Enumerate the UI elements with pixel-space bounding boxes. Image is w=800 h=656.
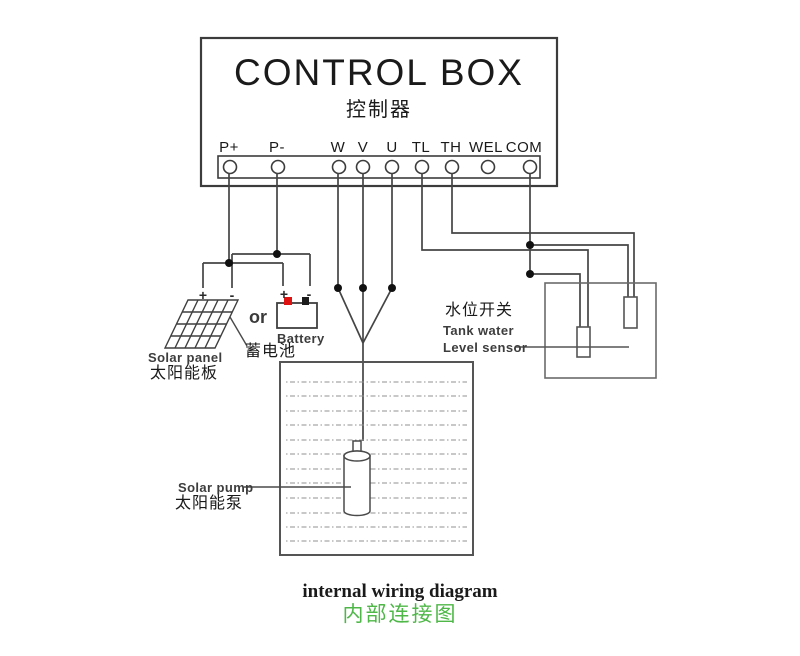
level-sensor-low — [576, 326, 591, 358]
battery-positive-terminal — [284, 297, 292, 305]
wire-p-plus — [202, 173, 284, 288]
level-sensor-label-zh: 水位开关 — [445, 302, 514, 319]
terminal-label-w: W — [330, 139, 346, 156]
pump-label-zh: 太阳能泵 — [175, 495, 244, 512]
pump-tank — [279, 361, 474, 556]
terminal-circle-w — [331, 159, 347, 175]
terminal-circle-p-minus — [270, 159, 286, 175]
battery-plus-label: + — [279, 286, 289, 302]
wire-u — [362, 173, 393, 344]
terminal-circle-th — [444, 159, 460, 175]
wire-tl — [421, 173, 589, 327]
level-sensor-label-line1: Tank water — [443, 323, 514, 338]
terminal-label-com: COM — [505, 139, 543, 156]
or-label: or — [249, 307, 267, 327]
battery-label-zh: 蓄电池 — [245, 343, 297, 360]
terminal-label-tl: TL — [411, 139, 431, 156]
terminal-circle-com — [522, 159, 538, 175]
wire-p-minus — [231, 173, 311, 288]
terminal-label-p-minus: P- — [269, 139, 285, 156]
terminal-circle-u — [384, 159, 400, 175]
terminal-circles — [222, 159, 538, 175]
water-lines — [286, 381, 467, 542]
battery-minus-label: - — [306, 286, 312, 302]
solar-pump-icon — [343, 440, 371, 517]
terminal-circle-v — [355, 159, 371, 175]
level-sensor-high — [623, 296, 638, 329]
battery-negative-terminal — [302, 297, 309, 305]
caption-en: internal wiring diagram — [302, 581, 498, 602]
terminal-circle-tl — [414, 159, 430, 175]
control-box-outline — [199, 36, 559, 188]
battery-label-en: Battery — [277, 331, 325, 346]
terminal-label-v: V — [357, 139, 369, 156]
wires — [202, 173, 635, 441]
terminal-label-p-plus: P+ — [219, 139, 239, 156]
solar-plus-label: + — [198, 287, 208, 303]
solar-panel-label-en: Solar panel — [148, 350, 223, 365]
terminal-label-th: TH — [440, 139, 462, 156]
wire-th — [451, 173, 635, 297]
wire-com — [529, 173, 629, 327]
caption-zh: 内部连接图 — [342, 603, 458, 626]
sensor-tank — [544, 282, 657, 379]
control-box-title: CONTROL BOX — [234, 52, 524, 93]
terminal-circle-p-plus — [222, 159, 238, 175]
solar-panel-label-zh: 太阳能板 — [150, 365, 219, 382]
terminal-circle-wel — [480, 159, 496, 175]
battery-icon — [276, 297, 318, 329]
terminal-label-wel: WEL — [468, 139, 503, 156]
terminal-label-u: U — [386, 139, 398, 156]
junction-dots — [225, 241, 534, 292]
level-sensor-label-line2: Level sensor — [443, 340, 528, 355]
pump-label-en: Solar pump — [178, 480, 254, 495]
battery-label-pointer-line — [229, 316, 248, 347]
solar-panel-icon — [163, 299, 240, 349]
wire-w — [337, 173, 364, 344]
control-box-subtitle: 控制器 — [346, 99, 412, 121]
solar-minus-label: - — [229, 287, 235, 303]
